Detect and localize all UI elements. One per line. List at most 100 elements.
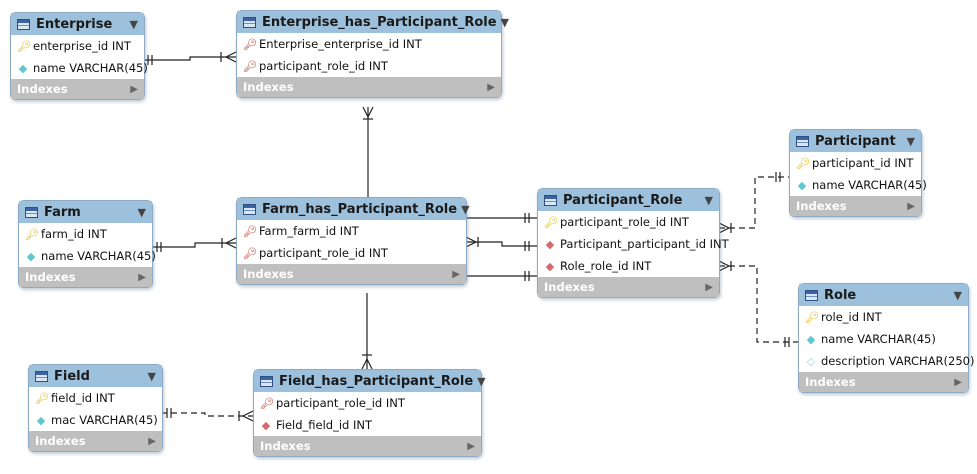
dropdown-triangle-icon[interactable]: ▼ <box>500 15 509 29</box>
column-row[interactable]: 🔑︎participant_role_id INT <box>237 242 466 264</box>
table-title: Field_has_Participant_Role <box>279 373 474 389</box>
column-row[interactable]: 🔑︎role_id INT <box>799 306 968 328</box>
key-icon: 🔑︎ <box>544 215 558 229</box>
dropdown-triangle-icon[interactable]: ▼ <box>477 374 486 388</box>
table-field-has-participant-role[interactable]: Field_has_Participant_Role ▼ 🔑︎participa… <box>253 369 486 457</box>
table-title: Farm_has_Participant_Role <box>262 201 458 217</box>
column-row[interactable]: ◆mac VARCHAR(45) <box>29 409 162 431</box>
expand-arrow-icon[interactable]: ▶ <box>467 440 475 452</box>
foreign-key-icon: 🔑︎ <box>243 246 257 260</box>
table-participant[interactable]: Participant ▼ 🔑︎participant_id INT ◆name… <box>789 129 927 217</box>
column-row[interactable]: ◆ name VARCHAR(45) <box>11 57 148 79</box>
table-header[interactable]: Participant ▼ <box>790 130 921 152</box>
dropdown-triangle-icon[interactable]: ▼ <box>906 134 915 148</box>
key-icon: 🔑︎ <box>805 310 819 324</box>
indexes-label: Indexes <box>243 267 294 281</box>
column-label: name VARCHAR(45) <box>821 332 936 346</box>
table-header[interactable]: Farm_has_Participant_Role ▼ <box>237 198 470 220</box>
indexes-bar[interactable]: Indexes▶ <box>19 267 152 287</box>
expand-arrow-icon[interactable]: ▶ <box>705 281 713 293</box>
indexes-bar[interactable]: Indexes▶ <box>237 77 501 97</box>
table-title: Participant <box>815 133 896 149</box>
table-header[interactable]: Enterprise_has_Participant_Role ▼ <box>237 11 509 33</box>
foreign-key-icon: 🔑︎ <box>243 224 257 238</box>
indexes-bar[interactable]: Indexes ▶ <box>538 277 719 297</box>
table-header[interactable]: Participant_Role ▼ <box>538 189 719 211</box>
column-row[interactable]: ◆Role_role_id INT <box>538 255 719 277</box>
indexes-label: Indexes <box>796 199 847 213</box>
table-farm-has-participant-role[interactable]: Farm_has_Participant_Role ▼ 🔑︎Farm_farm_… <box>236 197 470 285</box>
expand-arrow-icon[interactable]: ▶ <box>487 81 495 93</box>
dropdown-triangle-icon[interactable]: ▼ <box>147 369 156 383</box>
key-icon: 🔑︎ <box>17 39 31 53</box>
column-row[interactable]: 🔑︎field_id INT <box>29 387 162 409</box>
indexes-label: Indexes <box>544 280 595 294</box>
indexes-label: Indexes <box>260 439 311 453</box>
table-header[interactable]: Farm ▼ <box>19 201 152 223</box>
table-icon <box>544 194 557 206</box>
column-row[interactable]: ◆ Participant_participant_id INT <box>538 233 729 255</box>
column-row[interactable]: 🔑︎Enterprise_enterprise_id INT <box>237 33 501 55</box>
column-label: participant_role_id INT <box>560 215 689 229</box>
red-diamond-icon: ◆ <box>545 237 555 251</box>
indexes-bar[interactable]: Indexes▶ <box>11 79 144 99</box>
column-row[interactable]: ◆name VARCHAR(45) <box>19 245 156 267</box>
expand-arrow-icon[interactable]: ▶ <box>148 435 156 447</box>
table-icon <box>25 206 38 218</box>
red-diamond-icon: ◆ <box>261 418 271 432</box>
column-row[interactable]: 🔑︎farm_id INT <box>19 223 152 245</box>
column-row[interactable]: 🔑︎participant_id INT <box>790 152 921 174</box>
column-label: Participant_participant_id INT <box>560 237 729 251</box>
dropdown-triangle-icon[interactable]: ▼ <box>129 17 138 31</box>
diamond-icon: ◆ <box>18 61 28 75</box>
column-label: description VARCHAR(250) <box>821 354 975 368</box>
column-row[interactable]: 🔑︎participant_role_id INT <box>237 55 501 77</box>
table-title: Field <box>54 368 90 384</box>
indexes-bar[interactable]: Indexes ▶ <box>254 436 481 456</box>
column-label: name VARCHAR(45) <box>33 61 148 75</box>
column-row[interactable]: 🔑︎participant_role_id INT <box>538 211 719 233</box>
column-label: enterprise_id INT <box>33 39 131 53</box>
column-row[interactable]: ◆name VARCHAR(45) <box>790 174 927 196</box>
expand-arrow-icon[interactable]: ▶ <box>954 376 962 388</box>
table-field[interactable]: Field ▼ 🔑︎field_id INT ◆mac VARCHAR(45) … <box>28 364 163 452</box>
key-icon: 🔑︎ <box>796 156 810 170</box>
table-participant-role[interactable]: Participant_Role ▼ 🔑︎participant_role_id… <box>537 188 729 298</box>
table-icon <box>243 203 256 215</box>
column-row[interactable]: 🔑︎participant_role_id INT <box>254 392 481 414</box>
column-row[interactable]: ◆Field_field_id INT <box>254 414 481 436</box>
table-header[interactable]: Enterprise ▼ <box>11 13 144 35</box>
column-label: farm_id INT <box>41 227 107 241</box>
expand-arrow-icon[interactable]: ▶ <box>907 200 915 212</box>
dropdown-triangle-icon[interactable]: ▼ <box>461 202 470 216</box>
indexes-bar[interactable]: Indexes▶ <box>29 431 162 451</box>
dropdown-triangle-icon[interactable]: ▼ <box>137 205 146 219</box>
column-label: participant_role_id INT <box>259 59 388 73</box>
table-role[interactable]: Role ▼ 🔑︎role_id INT ◆name VARCHAR(45) ◇… <box>798 283 975 393</box>
table-header[interactable]: Role ▼ <box>799 284 968 306</box>
expand-arrow-icon[interactable]: ▶ <box>130 83 138 95</box>
dropdown-triangle-icon[interactable]: ▼ <box>953 288 962 302</box>
table-enterprise[interactable]: Enterprise ▼ 🔑︎enterprise_id INT ◆ name V… <box>10 12 148 100</box>
column-label: mac VARCHAR(45) <box>51 413 158 427</box>
expand-arrow-icon[interactable]: ▶ <box>452 268 460 280</box>
column-row[interactable]: ◆name VARCHAR(45) <box>799 328 968 350</box>
key-icon: 🔑︎ <box>25 227 39 241</box>
indexes-bar[interactable]: Indexes ▶ <box>237 264 466 284</box>
foreign-key-icon: 🔑︎ <box>243 59 257 73</box>
table-farm[interactable]: Farm ▼ 🔑︎farm_id INT ◆name VARCHAR(45) I… <box>18 200 156 288</box>
column-row[interactable]: 🔑︎Farm_farm_id INT <box>237 220 466 242</box>
table-icon <box>17 18 30 30</box>
column-row[interactable]: 🔑︎enterprise_id INT <box>11 35 144 57</box>
table-title: Role <box>824 287 857 303</box>
dropdown-triangle-icon[interactable]: ▼ <box>704 193 713 207</box>
table-header[interactable]: Field_has_Participant_Role ▼ <box>254 370 486 392</box>
table-enterprise-has-participant-role[interactable]: Enterprise_has_Participant_Role ▼ 🔑︎Ente… <box>236 10 509 98</box>
column-row[interactable]: ◇description VARCHAR(250) <box>799 350 975 372</box>
indexes-bar[interactable]: Indexes ▶ <box>790 196 921 216</box>
expand-arrow-icon[interactable]: ▶ <box>138 271 146 283</box>
indexes-label: Indexes <box>805 375 856 389</box>
table-header[interactable]: Field ▼ <box>29 365 162 387</box>
indexes-bar[interactable]: Indexes ▶ <box>799 372 968 392</box>
